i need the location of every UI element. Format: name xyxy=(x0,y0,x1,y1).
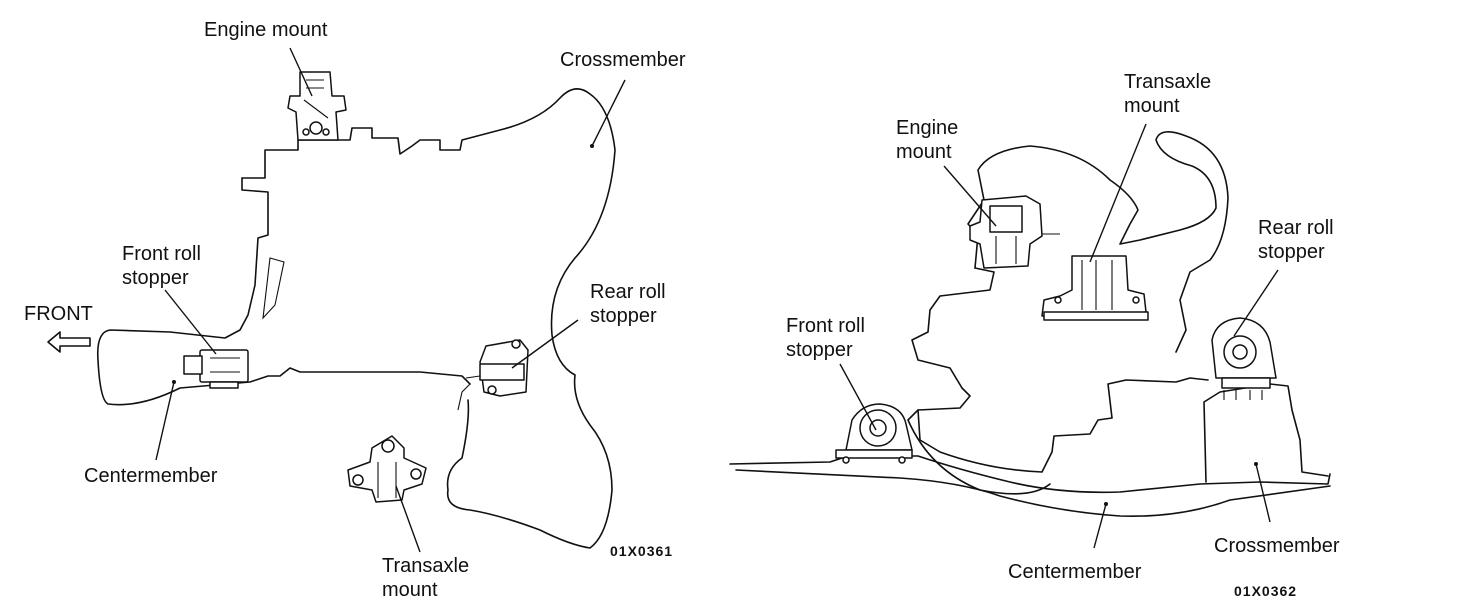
left-arrow-icon xyxy=(47,331,91,353)
figure-code-left: 01X0361 xyxy=(610,543,673,559)
right-view: Transaxle mount Engine mount Rear roll s… xyxy=(729,71,1340,599)
label-rear-roll-left-1: Rear roll xyxy=(590,281,666,303)
leader-transaxle-right xyxy=(1089,123,1147,263)
label-front-roll-left-2: stopper xyxy=(122,267,189,289)
transaxle-mount-part-right xyxy=(1041,255,1149,321)
leader-rear-roll-left xyxy=(511,319,579,369)
label-centermember-right: Centermember xyxy=(1008,561,1142,583)
label-front-roll-right-2: stopper xyxy=(786,339,853,361)
engine-inner-left xyxy=(262,257,285,320)
label-front: FRONT xyxy=(24,303,93,325)
crossmember-right xyxy=(1203,383,1329,483)
engine-outline-left xyxy=(241,88,616,549)
label-engine-mount-right-1: Engine xyxy=(896,117,958,139)
leader-engine-mount-right xyxy=(943,165,997,227)
leader-front-roll-left xyxy=(164,289,217,355)
engine-outline-right xyxy=(967,131,1229,353)
leader-front-roll-right xyxy=(839,363,877,431)
crossmember-rail-left xyxy=(457,375,481,411)
label-transaxle-left-1: Transaxle xyxy=(382,555,469,577)
figure-code-right: 01X0362 xyxy=(1234,583,1297,599)
label-centermember-left: Centermember xyxy=(84,465,218,487)
label-transaxle-left-2: mount xyxy=(382,579,438,601)
left-view: Engine mount Crossmember Front roll stop… xyxy=(24,19,686,601)
label-transaxle-right-2: mount xyxy=(1124,95,1180,117)
label-crossmember-left: Crossmember xyxy=(560,49,686,71)
engine-mount-part-right xyxy=(969,195,1060,269)
leader-centermember-left xyxy=(155,381,175,461)
label-front-roll-left-1: Front roll xyxy=(122,243,201,265)
leader-engine-mount-left xyxy=(289,47,313,97)
label-crossmember-right: Crossmember xyxy=(1214,535,1340,557)
transaxle-mount-part-left xyxy=(347,435,427,503)
rear-roll-stopper-part-right xyxy=(1211,317,1277,400)
engine-mount-part-left xyxy=(287,71,347,141)
label-front-roll-right-1: Front roll xyxy=(786,315,865,337)
label-rear-roll-right-1: Rear roll xyxy=(1258,217,1334,239)
label-rear-roll-left-2: stopper xyxy=(590,305,657,327)
rear-roll-stopper-part-left xyxy=(479,339,529,397)
label-engine-mount-right-2: mount xyxy=(896,141,952,163)
centermember-rail-right xyxy=(729,455,1331,494)
engine-outline-right-lower xyxy=(911,267,1209,473)
front-roll-stopper-part-left xyxy=(183,349,249,389)
engine-outline-left-lower xyxy=(96,177,471,406)
centermember-rail-right-low xyxy=(735,469,1331,517)
leader-rear-roll-right xyxy=(1233,269,1279,337)
leader-crossmember-left xyxy=(591,79,626,147)
label-transaxle-right-1: Transaxle xyxy=(1124,71,1211,93)
label-engine-mount-left: Engine mount xyxy=(204,19,328,41)
leader-centermember-right xyxy=(1093,503,1107,549)
label-rear-roll-right-2: stopper xyxy=(1258,241,1325,263)
front-roll-stopper-part-right xyxy=(835,403,913,464)
leader-crossmember-right xyxy=(1255,463,1271,523)
leader-transaxle-left xyxy=(395,485,421,553)
